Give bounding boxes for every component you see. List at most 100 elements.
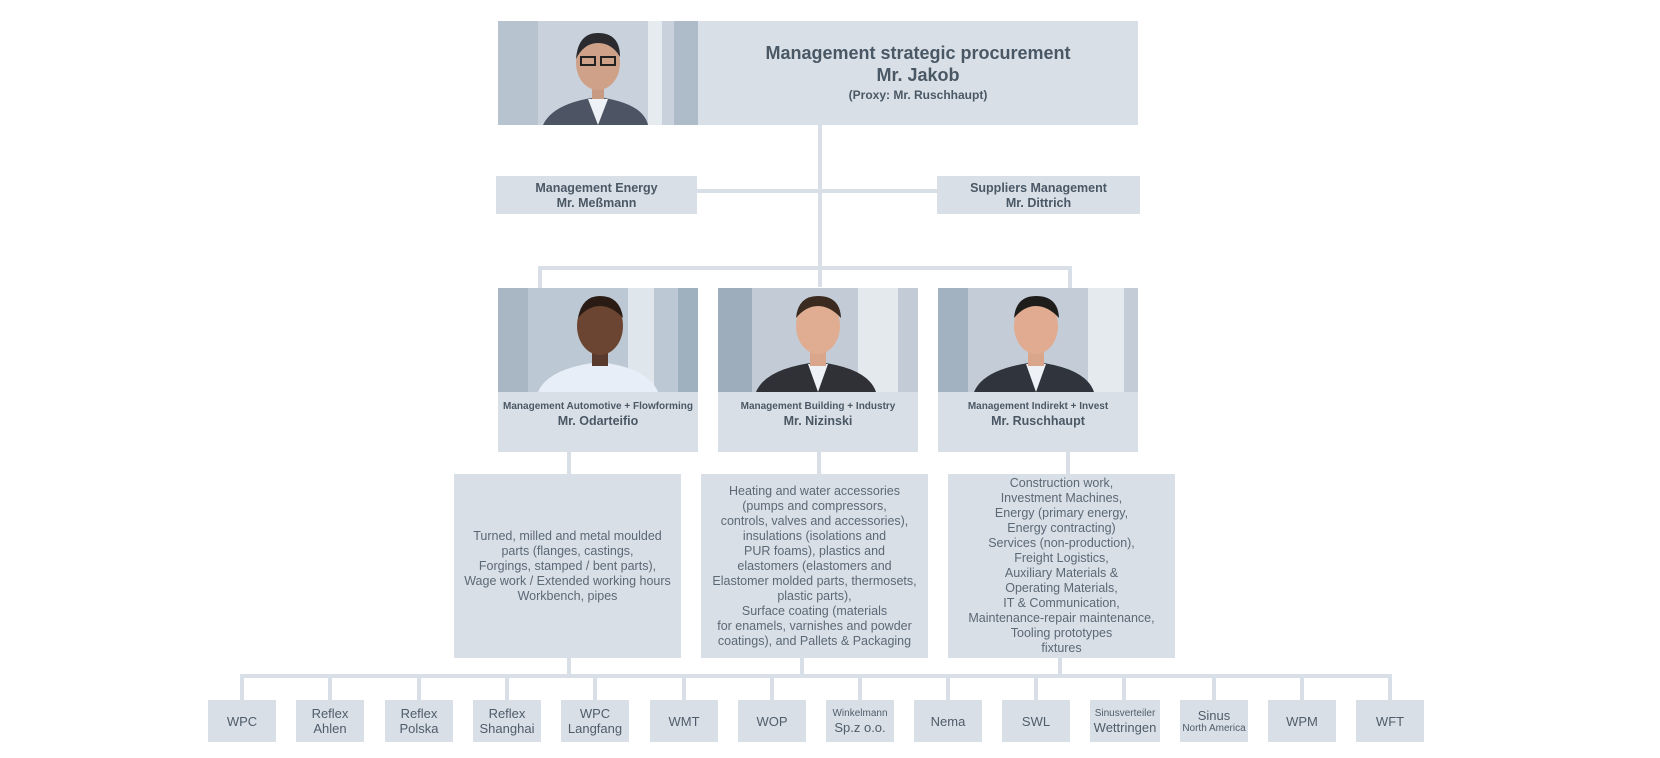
company-box: WOP [738,700,806,742]
company-name: Sinus [1197,707,1231,723]
company-name: WPC [226,713,258,729]
description-line: Services (non-production), [988,536,1135,550]
connector-line [770,674,774,700]
description-line: Tooling prototypes [1010,626,1113,640]
company-box: Reflex Polska [385,700,453,742]
energy-box: Management Energy Mr. Meßmann [496,176,697,214]
connector-line [417,674,421,700]
connector-line [240,674,244,700]
connector-line [1058,658,1062,676]
description-line: Heating and water accessories [729,483,900,498]
connector-line [538,266,1072,270]
description-line: Elastomer molded parts, thermosets, [712,573,917,588]
description-line: Freight Logistics, [1014,551,1109,565]
connector-line [1212,674,1216,700]
company-location: Sp.z o.o. [834,719,886,735]
connector-line [1068,266,1072,288]
company-location: Shanghai [479,721,535,736]
company-box: Reflex Shanghai [473,700,541,742]
company-name: WPM [1286,713,1318,729]
suppliers-title: Suppliers Management [970,181,1107,195]
connector-line [593,674,597,700]
description-line: Energy contracting) [1007,521,1116,535]
person-photo-icon [498,288,698,392]
company-name: Nema [930,713,966,729]
description-line: Operating Materials, [1005,581,1118,595]
manager-title: Management Automotive + Flowforming [503,401,693,412]
company-name: WMT [668,713,700,729]
description-line: PUR foams), plastics and [743,543,886,558]
description-line: Investment Machines, [1000,491,1123,505]
description-line: Energy (primary energy, [994,506,1129,520]
description-line: (pumps and compressors, [742,498,887,513]
connector-line [1034,674,1038,700]
description-line: Surface coating (materials [741,603,888,618]
company-name: Winkelmann [832,707,888,719]
company-box: Winkelmann Sp.z o.o. [826,700,894,742]
company-name: WPC [579,706,611,721]
description-line: coatings), and Pallets & Packaging [717,633,912,648]
connector-line [697,189,940,193]
description-box: Turned, milled and metal moulded parts (… [454,474,681,658]
suppliers-name: Mr. Dittrich [1005,196,1072,210]
company-box: WMT [650,700,718,742]
head-photo [498,21,698,125]
company-location: Wettringen [1093,719,1157,735]
company-box: Nema [914,700,982,742]
connector-line [567,658,571,676]
company-name: SWL [1021,713,1051,729]
description-line: Turned, milled and metal moulded [473,528,662,543]
company-location: Polska [399,721,439,736]
connector-line [328,674,332,700]
description-line: Maintenance-repair maintenance, [968,611,1155,625]
manager-name: Mr. Ruschhaupt [991,414,1085,428]
connector-line [1122,674,1126,700]
description-line: Wage work / Extended working hours [464,573,671,588]
description-line: fixtures [1041,641,1082,655]
connector-line [946,674,950,700]
connector-line [538,266,542,288]
description-line: insulations (isolations and [742,528,887,543]
company-box: SWL [1002,700,1070,742]
connector-line [567,452,571,474]
connector-line [505,674,509,700]
company-box: WFT [1356,700,1424,742]
connector-line [240,674,1390,678]
description-line: IT & Communication, [1003,596,1120,610]
energy-title: Management Energy [535,181,658,195]
connector-line [1388,674,1392,700]
company-box: Reflex Ahlen [296,700,364,742]
company-name: Reflex [311,706,349,721]
connector-line [1300,674,1304,700]
manager-name: Mr. Odarteifio [557,414,639,428]
connector-line [1066,452,1070,474]
description-line: elastomers (elastomers and [737,558,892,573]
head-box: Management strategic procurement Mr. Jak… [698,21,1138,125]
description-line: for enamels, varnishes and powder [717,618,912,633]
company-name: WFT [1375,713,1405,729]
description-line: controls, valves and accessories), [720,513,909,528]
connector-line [818,125,822,287]
company-name: Reflex [400,706,438,721]
suppliers-box: Suppliers Management Mr. Dittrich [937,176,1140,214]
description-line: plastic parts), [777,588,852,603]
company-name: Sinusverteiler [1094,707,1156,719]
company-box: Sinus North America [1180,700,1248,742]
description-box: Construction work, Investment Machines, … [948,474,1175,658]
company-name: Reflex [488,706,526,721]
description-line: Auxiliary Materials & [1004,566,1119,580]
connector-line [817,452,821,474]
company-location: Langfang [567,721,623,736]
manager-box: Management Building + Industry Mr. Nizin… [718,392,918,452]
manager-photo [718,288,918,392]
person-photo-icon [938,288,1138,392]
company-box: Sinusverteiler Wettringen [1090,700,1160,742]
person-photo-icon [718,288,918,392]
head-name: Mr. Jakob [876,65,960,85]
description-line: Construction work, [1009,476,1114,490]
description-line: Workbench, pipes [517,588,618,603]
connector-line [800,658,804,676]
description-line: Forgings, stamped / bent parts), [478,558,657,573]
company-box: WPC Langfang [561,700,629,742]
manager-photo [498,288,698,392]
